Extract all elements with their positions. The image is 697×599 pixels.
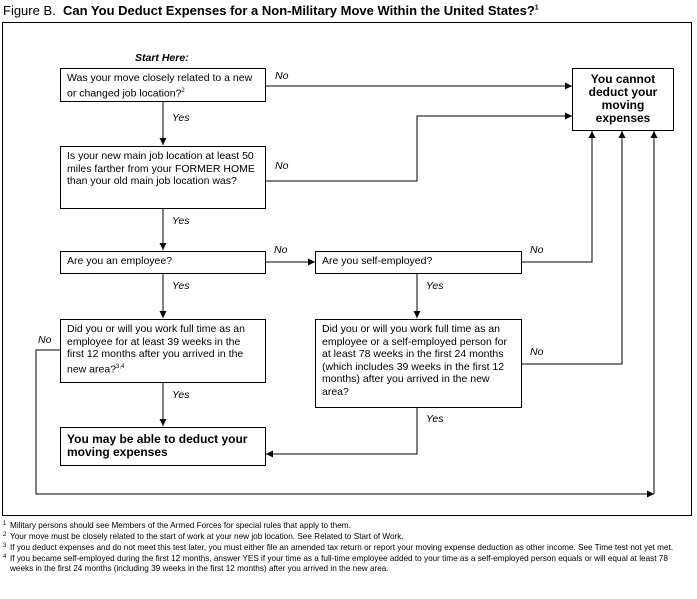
footnote-number: 1 [3,521,7,527]
question-39-weeks-text: Did you or will you work full time as an… [67,323,245,375]
question-self-employed-text: Are you self-employed? [322,255,433,267]
question-employee: Are you an employee? [60,251,266,274]
edge-label-yes: Yes [172,389,190,401]
question-78-weeks-text: Did you or will you work full time as an… [322,323,508,398]
question-50-miles: Is your new main job location at least 5… [60,146,266,209]
edge-label-yes: Yes [172,215,190,227]
footnote-ref-2: 2 [181,87,185,94]
result-cannot-deduct: You cannot deduct your moving expenses [572,68,674,131]
edge-q4-cannot [522,131,596,263]
edge-label-yes: Yes [172,112,190,124]
question-self-employed: Are you self-employed? [315,251,522,274]
edge-label-no: No [38,334,52,346]
question-employee-text: Are you an employee? [67,255,173,267]
question-78-weeks: Did you or will you work full time as an… [315,319,522,408]
result-cannot-deduct-text: You cannot deduct your moving expenses [588,72,658,125]
question-39-weeks: Did you or will you work full time as an… [60,319,266,383]
start-label: Start Here: [135,52,189,64]
footnote-text: If you became self-employed during the f… [10,554,668,573]
flowchart-frame [2,22,692,516]
figure-label: Figure B. [3,3,56,18]
edge-q6-cannot [522,131,626,365]
edge-q6-may [266,408,418,458]
footnote-number: 3 [3,543,7,549]
question-job-related: Was your move closely related to a new o… [60,68,266,102]
result-may-deduct-text: You may be able to deduct your moving ex… [67,432,248,459]
footnote-text: Military persons should see Members of t… [10,521,351,530]
edge-label-no: No [275,70,289,82]
footnote-text: Your move must be closely related to the… [10,532,404,541]
figure-heading: Can You Deduct Expenses for a Non-Milita… [62,3,535,18]
footnote-number: 2 [3,532,7,538]
figure-title: Figure B. Can You Deduct Expenses for a … [3,3,539,18]
footnote-ref-3-4: 3,4 [116,363,125,370]
edge-label-yes: Yes [426,280,444,292]
edge-label-no: No [275,160,289,172]
edge-label-no: No [274,244,288,256]
edge-label-no: No [530,244,544,256]
edge-label-yes: Yes [426,413,444,425]
title-footnote-ref: 1 [534,4,539,12]
edge-label-yes: Yes [172,280,190,292]
result-may-deduct: You may be able to deduct your moving ex… [60,427,266,466]
edge-q2-cannot [266,112,572,182]
question-job-related-text: Was your move closely related to a new o… [67,72,253,99]
edge-label-no: No [530,346,544,358]
question-50-miles-text: Is your new main job location at least 5… [67,150,255,187]
footnote-number: 4 [3,554,7,560]
edge-q5-no-bottom [35,349,654,498]
footnote-text: If you deduct expenses and do not meet t… [10,543,674,552]
